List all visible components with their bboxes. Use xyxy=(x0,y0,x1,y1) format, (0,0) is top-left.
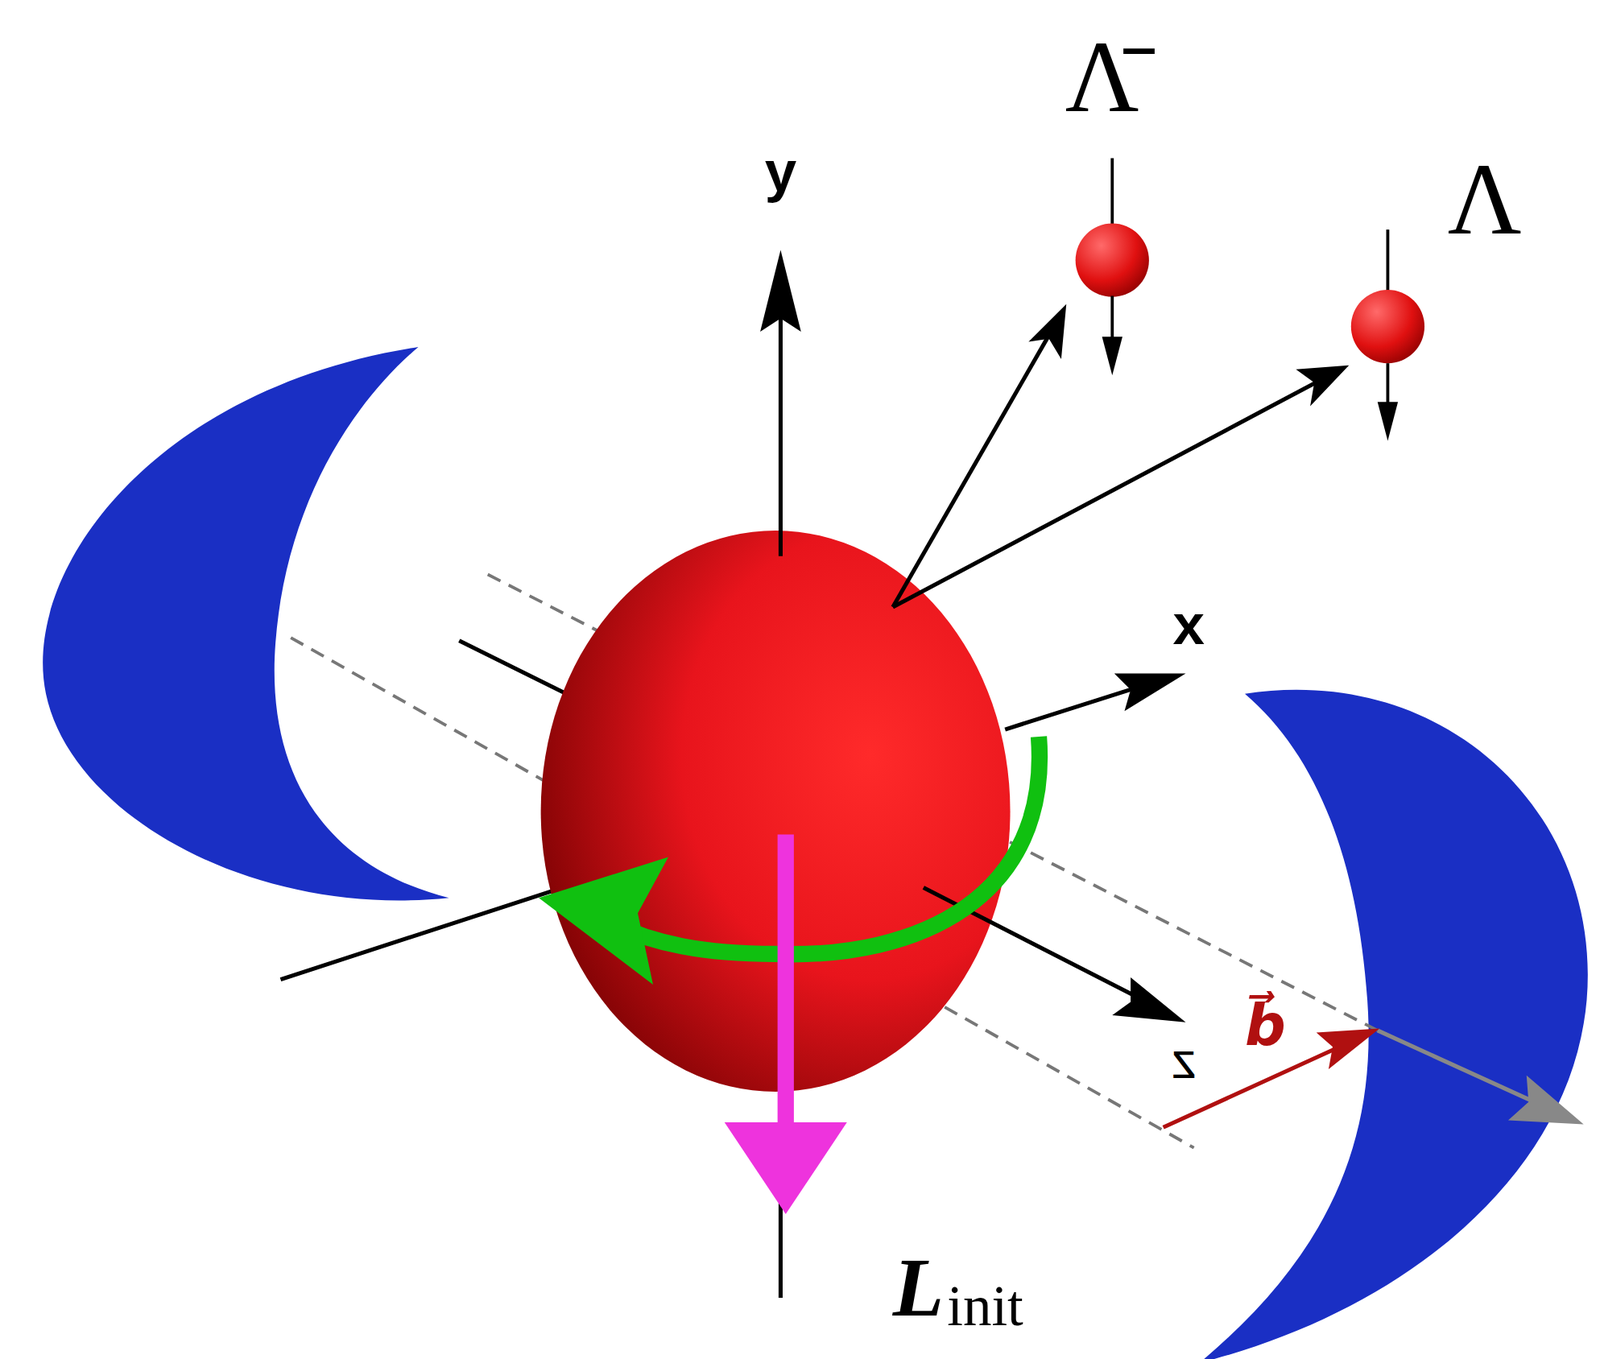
fireball xyxy=(541,530,1011,1092)
momentum-label: L xyxy=(893,1245,944,1330)
subscript-label: init xyxy=(946,1277,1024,1335)
particle-label: Λ̄ xyxy=(1065,25,1140,129)
particle-label: Λ xyxy=(1447,148,1522,251)
arrowhead xyxy=(724,1122,848,1215)
x-axis xyxy=(1004,686,1143,730)
spectator-right xyxy=(1203,690,1588,1359)
arrowhead xyxy=(1316,1028,1381,1070)
arrowhead xyxy=(1508,1075,1584,1125)
arrowhead xyxy=(1112,977,1186,1023)
axis-line xyxy=(280,889,556,980)
y-axis xyxy=(778,305,783,556)
arrowhead xyxy=(538,856,669,984)
rotation-arrow xyxy=(611,736,1040,955)
particle-sphere xyxy=(1075,223,1150,298)
spin-line xyxy=(1110,157,1114,227)
particle-sphere xyxy=(1351,289,1425,364)
spin-line xyxy=(1386,229,1390,291)
arrowhead xyxy=(1295,365,1349,407)
beam-arrow xyxy=(1377,1030,1542,1106)
axis-label: y xyxy=(764,142,797,200)
spin-arrow xyxy=(1386,363,1390,406)
arrowhead xyxy=(760,250,802,332)
arrowhead xyxy=(1028,304,1067,360)
arrowhead xyxy=(1114,673,1187,712)
spin-arrow xyxy=(1110,296,1114,343)
emission-arrow xyxy=(893,379,1322,608)
vector-label: b⃗ xyxy=(1244,996,1286,1055)
momentum-arrow xyxy=(777,835,794,1133)
axis-label: x xyxy=(1173,595,1205,654)
axis-label: z xyxy=(1170,1035,1197,1087)
arrowhead xyxy=(1102,336,1123,376)
spectator-left xyxy=(42,347,449,902)
arrowhead xyxy=(1377,401,1398,441)
axis-line xyxy=(458,640,567,695)
